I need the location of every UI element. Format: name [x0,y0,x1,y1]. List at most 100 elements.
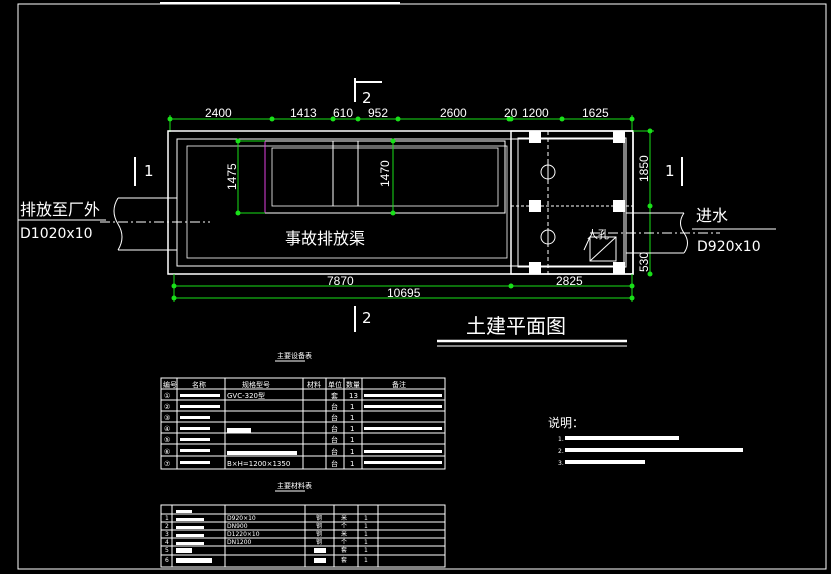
svg-text:1: 1 [350,403,354,411]
dim-1470: 1470 [378,160,392,187]
svg-text:个: 个 [341,523,347,530]
dim-7870: 7870 [327,274,354,288]
svg-text:1: 1 [350,414,354,422]
svg-text:米: 米 [341,514,347,522]
svg-text:单位: 单位 [328,380,342,389]
svg-text:台: 台 [331,447,338,456]
outlet-size: D1020x10 [20,226,93,242]
svg-text:台: 台 [331,435,338,444]
dim-1850: 1850 [637,155,651,182]
svg-text:3.: 3. [558,460,564,467]
svg-text:2.: 2. [558,448,564,455]
dim-1413: 1413 [290,106,317,120]
svg-text:B×H=1200×1350: B×H=1200×1350 [227,460,290,468]
svg-text:米: 米 [341,530,347,538]
dimension-vertical-right: 1850 530 [633,128,654,277]
outlet-pipe: 排放至厂外 D1020x10 [18,197,210,251]
svg-text:⑥: ⑥ [164,448,170,456]
svg-text:套: 套 [341,546,347,554]
svg-text:个: 个 [341,539,347,546]
svg-text:2: 2 [362,309,372,327]
section-mark-2-top: 2 [354,78,382,107]
dim-2600: 2600 [440,106,467,120]
svg-text:套: 套 [331,391,338,400]
svg-text:材料: 材料 [307,380,321,389]
svg-text:⑤: ⑤ [164,436,170,444]
svg-text:②: ② [164,403,170,411]
svg-text:2: 2 [362,89,372,107]
svg-text:GVC-320型: GVC-320型 [227,391,265,400]
tank-label: 事故排放渠 [285,229,365,248]
dim-1200: 1200 [522,106,549,120]
dim-2825: 2825 [556,274,583,288]
svg-text:3: 3 [165,531,169,538]
svg-text:6: 6 [165,557,169,564]
inlet-label: 进水 [696,206,728,225]
svg-text:1: 1 [350,448,354,456]
svg-text:套: 套 [341,556,347,564]
svg-text:1: 1 [364,531,368,538]
manhole-label: 人孔 [587,228,609,241]
svg-text:1: 1 [364,523,368,530]
dim-2400: 2400 [205,106,232,120]
notes-title: 说明： [548,415,584,430]
svg-text:编号: 编号 [163,380,177,389]
svg-text:台: 台 [331,402,338,411]
svg-text:台: 台 [331,459,338,468]
inlet-pipe: 进水 D920x10 [590,206,776,255]
svg-text:5: 5 [165,547,169,554]
svg-text:1: 1 [350,436,354,444]
inlet-size: D920x10 [697,239,761,255]
svg-text:名称: 名称 [192,380,206,389]
svg-text:规格型号: 规格型号 [242,380,270,389]
dim-1625: 1625 [582,106,609,120]
dim-1475: 1475 [225,163,239,190]
svg-text:备注: 备注 [392,380,406,389]
dim-20: 20 [504,106,518,120]
outlet-label: 排放至厂外 [20,200,100,219]
section-mark-1-left: 1 [134,157,154,186]
svg-text:4: 4 [165,539,169,546]
svg-text:D1220×10: D1220×10 [227,531,260,538]
dim-952: 952 [368,106,388,120]
manhole [589,236,617,262]
svg-text:钢: 钢 [316,514,322,522]
svg-text:钢: 钢 [316,530,322,538]
svg-text:1: 1 [165,515,169,522]
svg-text:DN900: DN900 [227,523,248,530]
svg-text:台: 台 [331,413,338,422]
svg-text:DN1200: DN1200 [227,539,252,546]
section-mark-2-bottom: 2 [354,306,372,332]
drawing-frame [17,3,827,570]
svg-text:⑦: ⑦ [164,460,170,468]
svg-text:1: 1 [350,460,354,468]
svg-text:1.: 1. [558,436,564,443]
tank-inner-wall [176,138,625,267]
table2-title: 主要材料表 [277,481,312,490]
dim-610: 610 [333,106,353,120]
svg-text:③: ③ [164,414,170,422]
section-mark-1-right: 1 [665,157,683,186]
table1-title: 主要设备表 [277,351,312,360]
svg-text:1: 1 [364,539,368,546]
svg-text:①: ① [164,392,170,400]
svg-text:2: 2 [165,523,169,530]
svg-text:1: 1 [364,557,368,564]
dim-530: 530 [637,252,651,272]
svg-text:钢: 钢 [316,538,322,546]
equipment-table: 主要设备表 编号 名称 规格型号 材料 单位 数量 备注 ① GVC-320型 套 1… [160,351,446,470]
svg-text:1: 1 [364,547,368,554]
svg-text:1: 1 [144,162,154,180]
dimension-vertical-inner: 1475 1470 [225,138,396,216]
svg-text:④: ④ [164,425,170,433]
svg-text:数量: 数量 [346,380,360,389]
svg-text:1: 1 [350,425,354,433]
svg-text:土建平面图: 土建平面图 [466,314,566,338]
dimension-bottom: 7870 2825 10695 [171,274,635,302]
inner-compartment [264,140,506,214]
notes: 说明： 1. 2. 3. [548,415,743,467]
svg-text:D920×10: D920×10 [227,515,256,522]
svg-text:13: 13 [349,392,358,400]
